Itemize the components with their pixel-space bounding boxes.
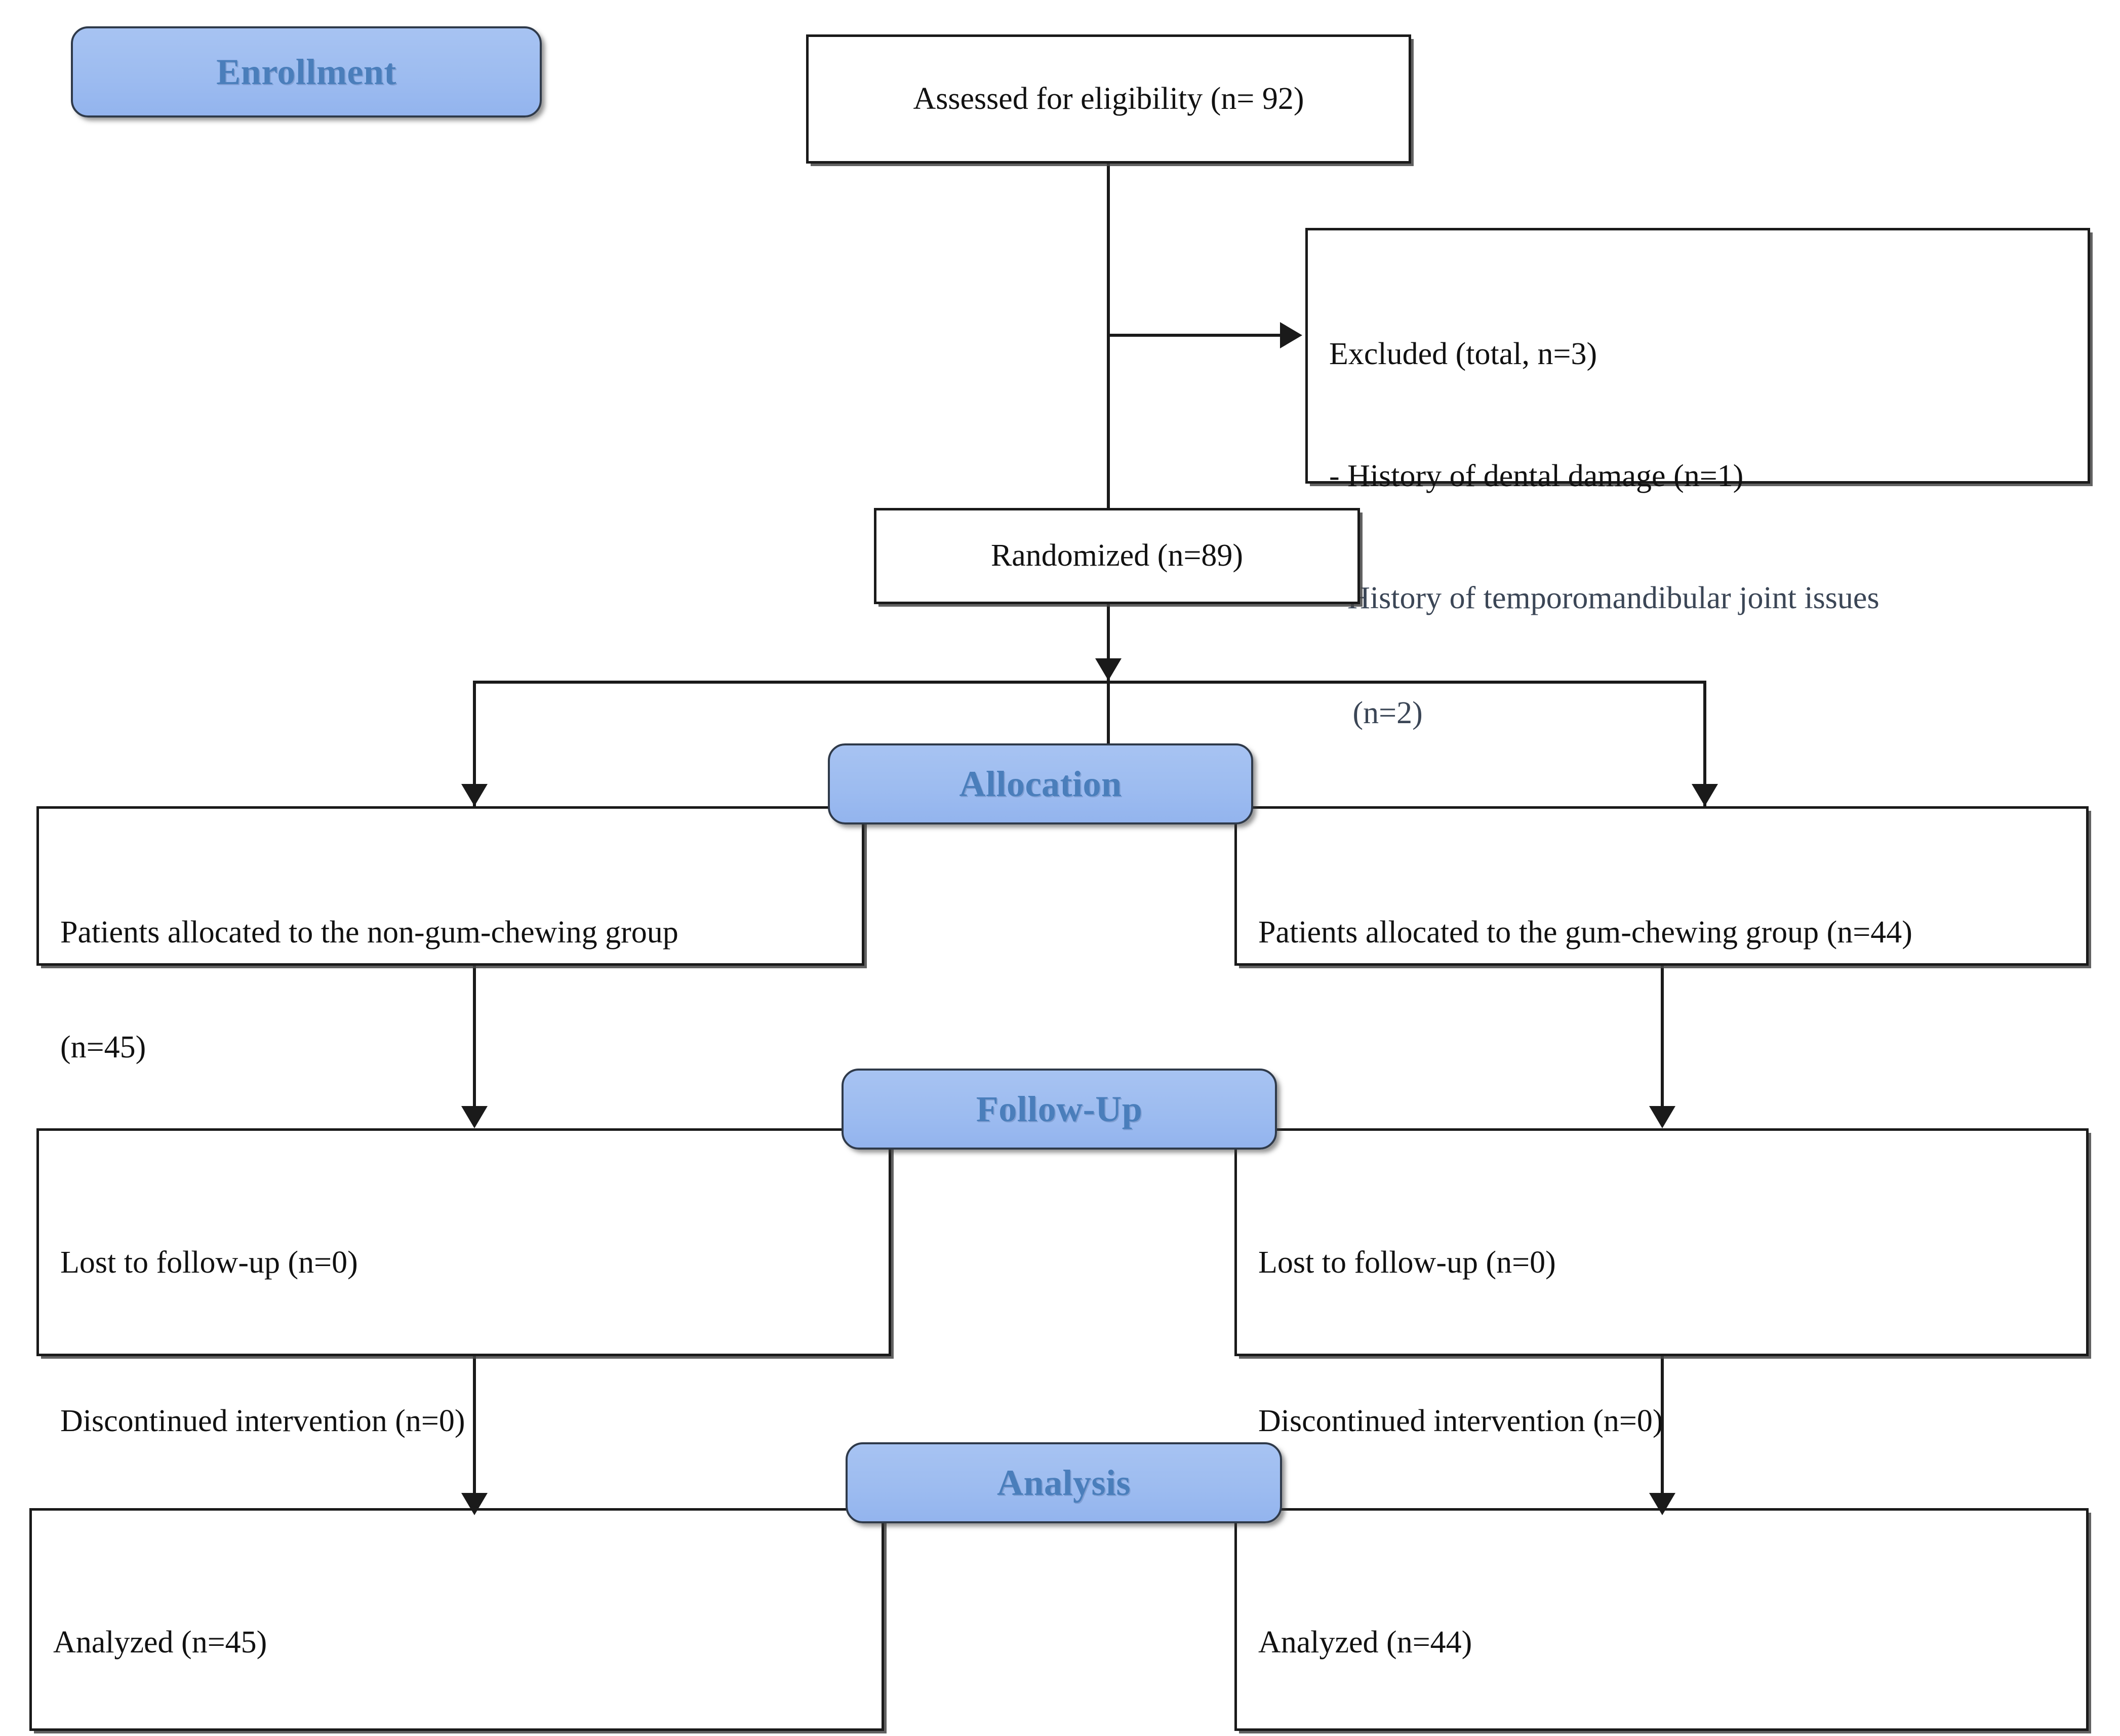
randomized-text: Randomized (n=89) — [990, 538, 1244, 573]
connector-split-to-alloc-right — [1703, 681, 1706, 806]
box-randomized: Randomized (n=89) — [874, 508, 1360, 604]
stage-badge-analysis: Analysis — [846, 1442, 1282, 1523]
stage-label-analysis: Analysis — [996, 1462, 1131, 1503]
connector-to-excluded — [1107, 334, 1284, 337]
connector-followup-left-to-analysis — [473, 1356, 476, 1507]
followup-left-line2: Discontinued intervention (n=0) — [60, 1404, 465, 1439]
arrowhead-followup-left — [461, 1106, 488, 1128]
analysis-right-text-block: Analyzed (n=44) Excluded from analysis (… — [1237, 1547, 2086, 1736]
alloc-right-text-block: Patients allocated to the gum-chewing gr… — [1237, 837, 2086, 1029]
box-followup-non-gum-chewing: Lost to follow-up (n=0) Discontinued int… — [36, 1128, 891, 1438]
arrowhead-alloc-right — [1692, 784, 1718, 806]
connector-split-to-alloc-left — [473, 681, 476, 806]
excluded-line-total: Excluded (total, n=3) — [1329, 337, 1597, 372]
excluded-line-dental-damage: - History of dental damage (n=1) — [1329, 459, 1744, 494]
analysis-left-line1: Analyzed (n=45) — [53, 1625, 267, 1660]
box-analysis-non-gum-chewing: Analyzed (n=45) Excluded from analysis (… — [29, 1508, 884, 1731]
box-excluded: Excluded (total, n=3) - History of denta… — [1305, 228, 2090, 730]
split-bar-allocation — [473, 681, 1706, 684]
analysis-left-text-block: Analyzed (n=45) Excluded from analysis (… — [32, 1547, 882, 1736]
stage-label-enrollment: Enrollment — [216, 51, 396, 92]
box-allocated-non-gum-chewing: Patients allocated to the non-gum-chewin… — [36, 806, 864, 1064]
alloc-left-text-block: Patients allocated to the non-gum-chewin… — [39, 837, 862, 1143]
analysis-right-line1: Analyzed (n=44) — [1258, 1625, 1472, 1660]
followup-left-line1: Lost to follow-up (n=0) — [60, 1245, 358, 1280]
box-followup-gum-chewing: Lost to follow-up (n=0) Discontinued int… — [1234, 1128, 2089, 1438]
excluded-line-tmj: - History of temporomandibular joint iss… — [1329, 581, 1879, 615]
stage-label-followup: Follow-Up — [976, 1088, 1143, 1129]
followup-right-line2: Discontinued intervention (n=0) — [1258, 1404, 1663, 1439]
stage-badge-allocation: Allocation — [828, 743, 1253, 824]
alloc-left-line2: (n=45) — [60, 1030, 146, 1065]
arrowhead-analysis-right — [1649, 1493, 1675, 1515]
box-analysis-gum-chewing: Analyzed (n=44) Excluded from analysis (… — [1234, 1508, 2089, 1731]
connector-followup-right-to-analysis — [1661, 1356, 1664, 1507]
stage-label-allocation: Allocation — [959, 763, 1122, 804]
arrowhead-to-excluded — [1280, 322, 1302, 348]
alloc-right-line1: Patients allocated to the gum-chewing gr… — [1258, 915, 1912, 950]
box-assessed-for-eligibility: Assessed for eligibility (n= 92) — [806, 34, 1411, 164]
followup-left-text-block: Lost to follow-up (n=0) Discontinued int… — [39, 1167, 889, 1517]
connector-alloc-left-to-followup — [473, 966, 476, 1117]
followup-right-text-block: Lost to follow-up (n=0) Discontinued int… — [1237, 1167, 2086, 1517]
arrowhead-randomized-split — [1095, 658, 1122, 681]
alloc-left-line1: Patients allocated to the non-gum-chewin… — [60, 915, 678, 950]
arrowhead-analysis-left — [461, 1493, 488, 1515]
stage-badge-enrollment: Enrollment — [71, 26, 542, 117]
stage-badge-followup: Follow-Up — [842, 1069, 1277, 1150]
connector-alloc-right-to-followup — [1661, 966, 1664, 1117]
box-allocated-gum-chewing: Patients allocated to the gum-chewing gr… — [1234, 806, 2089, 966]
arrowhead-followup-right — [1649, 1106, 1675, 1128]
excluded-line-tmj-count: (n=2) — [1329, 695, 1423, 730]
assessed-text: Assessed for eligibility (n= 92) — [913, 81, 1304, 116]
followup-right-line1: Lost to follow-up (n=0) — [1258, 1245, 1556, 1280]
excluded-text-block: Excluded (total, n=3) - History of denta… — [1308, 259, 2088, 809]
arrowhead-alloc-left — [461, 784, 488, 806]
